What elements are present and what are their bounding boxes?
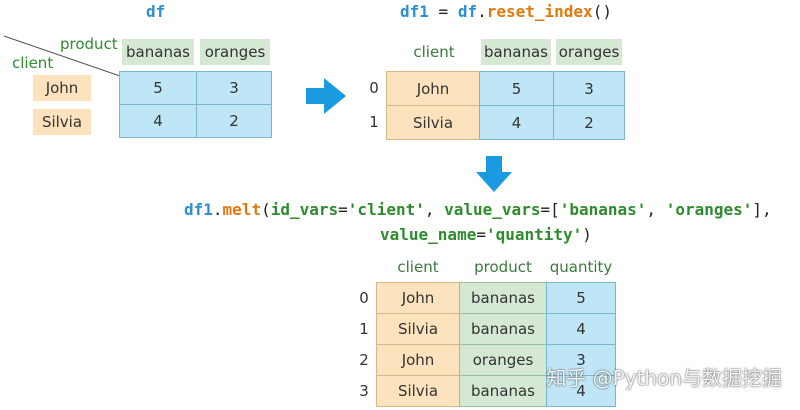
melt-code-token: id_vars (270, 200, 339, 219)
melt-code-token: melt (222, 200, 262, 219)
melt-code-token: = (476, 225, 486, 244)
df1-value-cell: 4 (479, 105, 554, 140)
melt-code-token: value_name (380, 225, 477, 244)
melt-code-token: value_vars (444, 200, 541, 219)
melt-code-token: = (338, 200, 348, 219)
melt-code-token: 'bananas' (559, 200, 647, 219)
melted-quantity-cell: 3 (546, 344, 616, 376)
melt-code-token: , (424, 200, 445, 219)
melt-code-token: 'client' (347, 200, 425, 219)
df-columns-label: product (60, 35, 118, 53)
df1-client-cell: John (386, 71, 480, 106)
melted-client-cell: John (376, 344, 460, 376)
melt-code-token: . (212, 200, 223, 219)
melted-product-cell: bananas (459, 375, 547, 407)
df-value-cell: 4 (119, 104, 197, 138)
df1-title-eq: = (428, 2, 458, 21)
df-corner-diagonal (3, 35, 121, 77)
melt-code-token: , (646, 200, 666, 219)
melted-quantity-cell: 4 (546, 313, 616, 345)
df1-col-header: oranges (556, 39, 622, 65)
melt-code-token: df1 (184, 200, 213, 219)
melt-code-token: 'quantity' (485, 225, 583, 244)
melted-col-header: client (397, 258, 439, 276)
melt-code-token: =[ (540, 200, 560, 219)
df-index-cell: John (33, 75, 91, 101)
melted-col-header: quantity (549, 258, 613, 276)
melted-row-index: 3 (359, 381, 369, 400)
df-value-cell: 3 (196, 71, 272, 105)
melt-code-token: ( (261, 200, 271, 219)
df-value-cell: 2 (196, 104, 272, 138)
df1-row-index: 0 (369, 79, 379, 97)
melt-code-token: ) (582, 225, 592, 244)
melted-row-index: 1 (359, 319, 369, 338)
melted-row-index: 2 (359, 350, 369, 369)
df1-title-parens: () (592, 2, 612, 21)
right-arrow-icon (306, 78, 346, 114)
melted-quantity-cell: 4 (546, 375, 616, 407)
df1-title-obj: df (457, 2, 478, 21)
df-title: df (146, 2, 166, 21)
melted-row-index: 0 (359, 288, 369, 307)
melted-client-cell: John (376, 282, 460, 314)
df1-row-index: 1 (369, 113, 379, 131)
df-col-header: oranges (200, 39, 270, 65)
df1-title: df1 = df.reset_index() (400, 2, 612, 22)
df1-col-header: client (413, 43, 455, 61)
df-index-cell: Silvia (33, 109, 91, 135)
df1-value-cell: 5 (479, 71, 554, 106)
melted-client-cell: Silvia (376, 375, 460, 407)
melted-product-cell: bananas (459, 313, 547, 345)
df1-client-cell: Silvia (386, 105, 480, 140)
melt-code-line2: value_name='quantity') (380, 225, 592, 245)
df1-title-fn: reset_index (486, 2, 593, 21)
df1-value-cell: 2 (553, 105, 625, 140)
melt-code-token: 'oranges' (665, 200, 753, 219)
down-arrow-icon (476, 156, 512, 192)
watermark: 知乎 @Python与数据挖掘 (546, 366, 782, 390)
df1-col-header: bananas (481, 39, 551, 65)
df1-title-dot: . (477, 2, 487, 21)
df-col-header: bananas (122, 39, 194, 65)
melted-quantity-cell: 5 (546, 282, 616, 314)
melted-client-cell: Silvia (376, 313, 460, 345)
melted-product-cell: bananas (459, 282, 547, 314)
df-index-label: client (12, 54, 54, 72)
melted-col-header: product (474, 258, 532, 276)
df1-title-var: df1 (400, 2, 429, 21)
melted-product-cell: oranges (459, 344, 547, 376)
df1-value-cell: 3 (553, 71, 625, 106)
melt-code-line1: df1.melt(id_vars='client', value_vars=['… (184, 200, 772, 220)
df-value-cell: 5 (119, 71, 197, 105)
melt-code-token: ], (752, 200, 772, 219)
